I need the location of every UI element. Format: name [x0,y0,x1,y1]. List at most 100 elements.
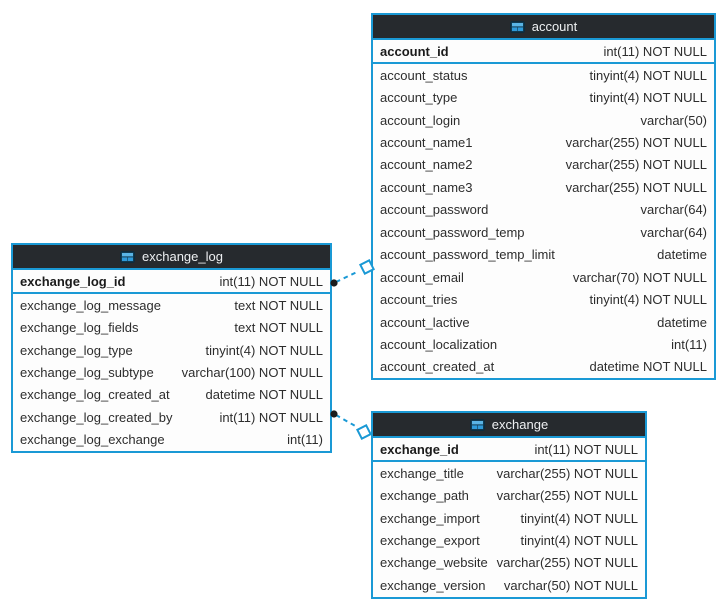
field-type: varchar(255) NOT NULL [496,465,638,481]
field-name: exchange_log_created_at [20,387,170,403]
field-name: account_name1 [380,135,473,151]
field-name: exchange_log_id [20,273,126,289]
field-name: exchange_log_subtype [20,365,154,381]
field-type: tinyint(4) NOT NULL [520,510,638,526]
field-name: exchange_id [380,441,459,457]
field-type: tinyint(4) NOT NULL [589,67,707,83]
field-type: varchar(100) NOT NULL [181,365,323,381]
field-name: account_type [380,90,458,106]
table-title: exchange_log [142,249,223,264]
table-title: exchange [491,417,549,432]
field-type: int(11) [287,432,323,448]
table-header[interactable]: exchange_log [13,245,330,270]
field-type: int(11) [671,336,707,352]
relation-exchange-log-exchange[interactable] [330,410,373,441]
field-name: account_status [380,67,468,83]
field-name: account_tries [380,292,458,308]
field-type: tinyint(4) NOT NULL [205,342,323,358]
field-type: varchar(255) NOT NULL [496,555,638,571]
field-name: exchange_path [380,488,469,504]
table-row[interactable]: account_password_temp varchar(64) [373,221,714,244]
table-grid-icon [509,20,525,33]
field-type: text NOT NULL [234,320,323,336]
table-row[interactable]: exchange_import tinyint(4) NOT NULL [373,506,645,530]
field-name: account_password_temp_limit [380,247,555,263]
table-row[interactable]: account_password varchar(64) [373,198,714,222]
field-name: account_id [380,43,449,59]
table-row[interactable]: account_created_at datetime NOT NULL [373,355,714,379]
field-name: account_lactive [380,314,470,330]
field-name: account_localization [380,336,498,352]
field-type: int(11) NOT NULL [534,441,638,457]
table-row[interactable]: exchange_website varchar(255) NOT NULL [373,551,645,575]
field-type: varchar(255) NOT NULL [565,135,707,151]
field-type: tinyint(4) NOT NULL [589,292,707,308]
field-name: account_password [380,202,489,218]
field-type: varchar(50) [640,112,707,128]
table-exchange-log[interactable]: exchange_log exchange_log_id int(11) NOT… [11,243,332,454]
table-account[interactable]: account account_id int(11) NOT NULL acco… [371,13,716,381]
table-grid-icon [120,250,136,263]
field-type: varchar(255) NOT NULL [565,179,707,195]
field-name: account_name3 [380,179,473,195]
field-name: exchange_version [380,577,486,593]
field-type: int(11) NOT NULL [219,273,323,289]
table-row[interactable]: exchange_log_subtype varchar(100) NOT NU… [13,361,330,384]
field-name: account_email [380,269,464,285]
field-name: account_created_at [380,359,495,375]
field-type: varchar(255) NOT NULL [496,488,638,504]
primary-key-row[interactable]: exchange_log_id int(11) NOT NULL [13,270,330,294]
field-name: account_name2 [380,157,473,173]
table-row[interactable]: account_name2 varchar(255) NOT NULL [373,153,714,177]
field-name: exchange_export [380,533,480,549]
primary-key-row[interactable]: account_id int(11) NOT NULL [373,40,714,64]
table-header[interactable]: exchange [373,413,645,438]
table-row[interactable]: exchange_title varchar(255) NOT NULL [373,462,645,485]
field-type: tinyint(4) NOT NULL [589,90,707,106]
field-type: tinyint(4) NOT NULL [520,533,638,549]
field-name: exchange_log_fields [20,320,139,336]
table-row[interactable]: exchange_path varchar(255) NOT NULL [373,484,645,507]
field-type: text NOT NULL [234,297,323,313]
table-row[interactable]: exchange_log_created_at datetime NOT NUL… [13,383,330,407]
field-type: datetime [657,314,707,330]
field-type: datetime [657,247,707,263]
table-row[interactable]: account_type tinyint(4) NOT NULL [373,86,714,109]
table-row[interactable]: exchange_export tinyint(4) NOT NULL [373,529,645,552]
field-type: int(11) NOT NULL [603,43,707,59]
field-type: varchar(255) NOT NULL [565,157,707,173]
table-header[interactable]: account [373,15,714,40]
field-type: varchar(50) NOT NULL [503,577,638,593]
table-grid-icon [469,418,485,431]
relation-exchange-log-account[interactable] [330,258,376,287]
field-type: int(11) NOT NULL [219,409,323,425]
table-row[interactable]: account_name1 varchar(255) NOT NULL [373,131,714,154]
table-title: account [531,19,578,34]
field-type: varchar(64) [640,224,707,240]
field-name: exchange_import [380,510,480,526]
table-row[interactable]: exchange_version varchar(50) NOT NULL [373,574,645,597]
table-row[interactable]: exchange_log_created_by int(11) NOT NULL [13,406,330,429]
table-row[interactable]: account_login varchar(50) [373,108,714,132]
field-name: account_password_temp [380,224,525,240]
table-row[interactable]: account_password_temp_limit datetime [373,243,714,266]
field-rows: exchange_log_message text NOT NULL excha… [13,294,330,452]
table-row[interactable]: exchange_log_fields text NOT NULL [13,316,330,339]
field-name: exchange_log_message [20,297,161,313]
table-row[interactable]: account_status tinyint(4) NOT NULL [373,64,714,87]
field-name: exchange_log_created_by [20,409,173,425]
table-row[interactable]: account_localization int(11) [373,333,714,356]
primary-key-row[interactable]: exchange_id int(11) NOT NULL [373,438,645,462]
field-name: exchange_title [380,465,464,481]
field-name: exchange_website [380,555,488,571]
field-name: exchange_log_exchange [20,432,165,448]
table-row[interactable]: account_tries tinyint(4) NOT NULL [373,288,714,311]
table-row[interactable]: account_lactive datetime [373,310,714,334]
field-type: datetime NOT NULL [589,359,707,375]
table-row[interactable]: exchange_log_exchange int(11) [13,428,330,452]
table-row[interactable]: exchange_log_message text NOT NULL [13,294,330,317]
table-row[interactable]: account_email varchar(70) NOT NULL [373,265,714,289]
table-row[interactable]: exchange_log_type tinyint(4) NOT NULL [13,338,330,362]
table-exchange[interactable]: exchange exchange_id int(11) NOT NULL ex… [371,411,647,599]
table-row[interactable]: account_name3 varchar(255) NOT NULL [373,176,714,199]
